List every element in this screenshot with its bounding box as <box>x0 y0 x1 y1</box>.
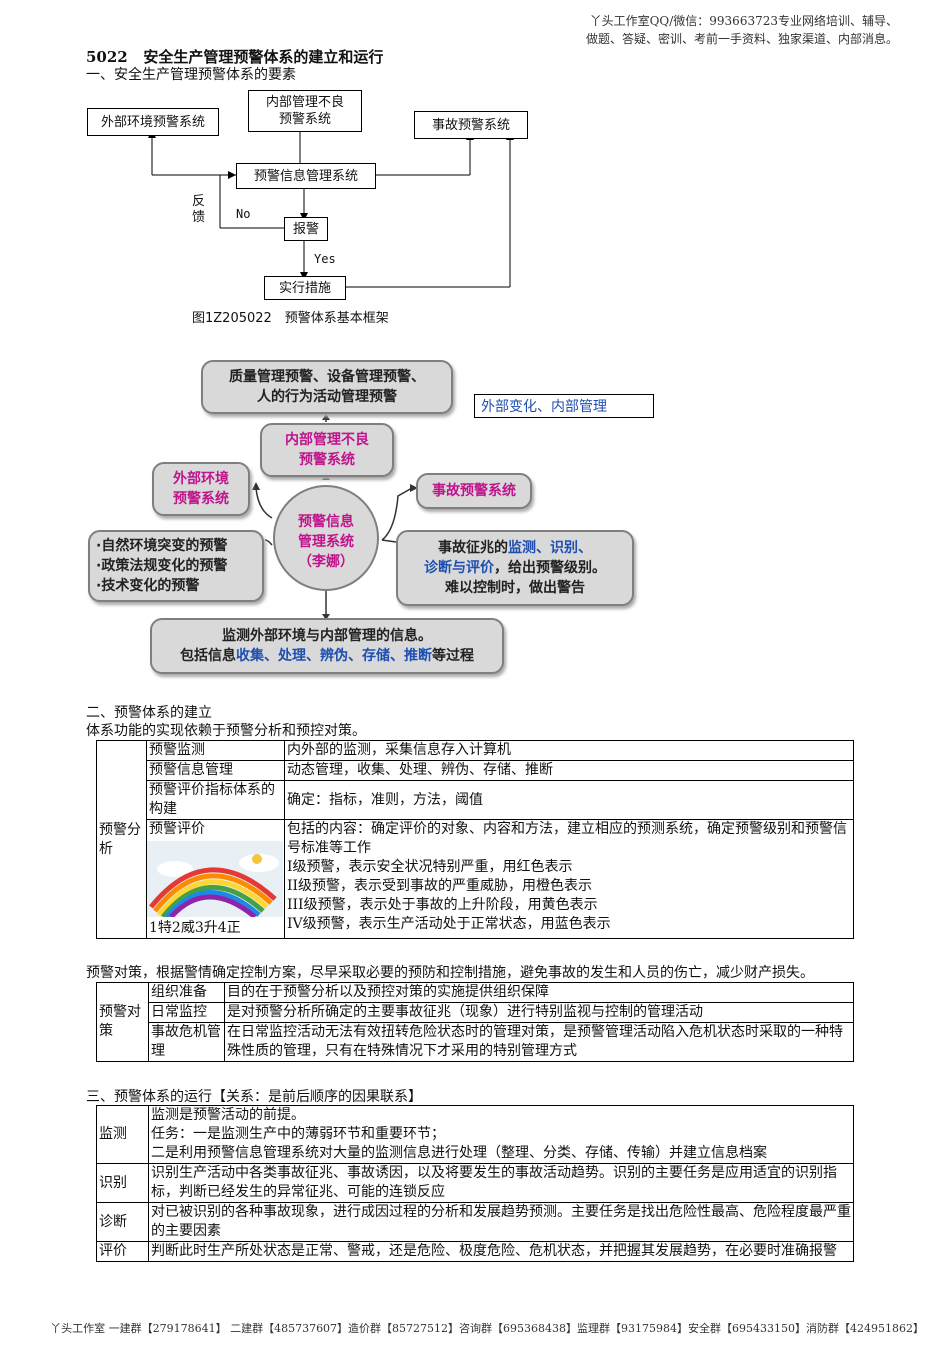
table-cell: 评价 <box>96 1241 149 1262</box>
right-detail-1a: 事故征兆的 <box>438 540 508 556</box>
external-details-box: ·自然环境突变的预警 ·政策法规变化的预警 ·技术变化的预警 <box>88 530 264 602</box>
section-2-subheading: 体系功能的实现依赖于预警分析和预控对策。 <box>86 723 366 739</box>
table-cell: 动态管理，收集、处理、辨伪、存储、推断 <box>284 760 854 781</box>
right-detail-2: 诊断与评价，给出预警级别。 <box>424 558 606 578</box>
table-cell: 预警监测 <box>146 740 285 761</box>
table-cell: 在日常监控活动无法有效扭转危险状态时的管理对策，是预警管理活动陷入危机状态时采取… <box>224 1022 854 1062</box>
right-detail-1: 事故征兆的监测、识别、 <box>438 538 592 558</box>
center-line-2: 管理系统 <box>298 534 354 550</box>
bottom-line-2b: 收集、处理、辨伪、存储、推断 <box>236 648 432 664</box>
countermeasure-table: 预警对策 组织准备 目的在于预警分析以及预控对策的实施提供组织保障 日常监控 是… <box>96 982 854 1062</box>
external-node-line-1: 外部环境 <box>173 471 229 487</box>
measure-box: 实行措施 <box>264 276 346 300</box>
internal-node-line-1: 内部管理不良 <box>285 432 369 448</box>
internal-mgmt-node: 内部管理不良 预警系统 <box>260 423 394 477</box>
left-detail-2: ·政策法规变化的预警 <box>96 558 228 574</box>
page-title: 5022 安全生产管理预警体系的建立和运行 <box>86 46 383 67</box>
table-cell: 确定：指标，准则，方法，阈值 <box>284 780 854 820</box>
bottom-line-2a: 包括信息 <box>180 648 236 664</box>
external-env-warning-box: 外部环境预警系统 <box>87 108 219 136</box>
evaluation-line: 包括的内容：确定评价的对象、内容和方法，建立相应的预测系统，确定预警级别和预警信… <box>287 821 847 856</box>
table-cell: 监测是预警活动的前提。 任务：一是监测生产中的薄弱环节和重要环节； 二是利用预警… <box>148 1105 854 1164</box>
yes-label: Yes <box>314 252 336 266</box>
info-monitoring-box: 监测外部环境与内部管理的信息。 包括信息收集、处理、辨伪、存储、推断等过程 <box>150 618 504 674</box>
feedback-label-1: 反 <box>192 194 206 209</box>
header-line-1: 丫头工作室QQ/微信：993663723专业网络培训、辅导、 <box>589 14 898 28</box>
table-cell: 预警信息管理 <box>146 760 285 781</box>
title-text: 安全生产管理预警体系的建立和运行 <box>143 48 384 66</box>
monitor-line-1: 监测是预警活动的前提。 <box>151 1107 305 1123</box>
table-cell: 组织准备 <box>148 982 225 1003</box>
countermeasure-group-cell: 预警对策 <box>96 982 149 1062</box>
center-node-text: 预警信息 管理系统 （李娜） <box>280 512 372 572</box>
analysis-group-cell: 预警分析 <box>96 740 147 939</box>
accident-details-box: 事故征兆的监测、识别、 诊断与评价，给出预警级别。 难以控制时，做出警告 <box>396 530 634 606</box>
operation-table: 监测 监测是预警活动的前提。 任务：一是监测生产中的薄弱环节和重要环节； 二是利… <box>96 1105 854 1262</box>
external-env-node: 外部环境 预警系统 <box>152 462 250 516</box>
right-detail-1b: 监测、识别、 <box>508 540 592 556</box>
table-cell: 对已被识别的各种事故现象，进行成因过程的分析和发展趋势预测。主要任务是找出危险性… <box>148 1202 854 1242</box>
header-line-2: 做题、答疑、密训、考前一手资料、独家渠道、内部消息。 <box>585 32 898 46</box>
info-mgmt-box: 预警信息管理系统 <box>236 163 376 189</box>
evaluation-detail-cell: 包括的内容：确定评价的对象、内容和方法，建立相应的预测系统，确定预警级别和预警信… <box>284 819 854 939</box>
top-box-line-2: 人的行为活动管理预警 <box>257 389 397 405</box>
external-internal-note: 外部变化、内部管理 <box>474 394 654 418</box>
monitor-line-3: 二是利用预警信息管理系统对大量的监测信息进行处理（整理、分类、存储、传输）并建立… <box>151 1145 767 1161</box>
right-detail-2b: ，给出预警级别。 <box>494 560 606 576</box>
countermeasure-paragraph: 预警对策，根据警情确定控制方案，尽早采取必要的预防和控制措施，避免事故的发生和人… <box>86 965 814 981</box>
evaluation-level-3: III级预警，表示处于事故的上升阶段，用黄色表示 <box>287 897 598 913</box>
table-cell: 事故危机管理 <box>148 1022 225 1062</box>
internal-mgmt-line-2: 预警系统 <box>278 112 331 127</box>
right-detail-3: 难以控制时，做出警告 <box>445 580 585 596</box>
section-3-heading: 三、预警体系的运行【关系：是前后顺序的因果联系】 <box>86 1089 422 1105</box>
left-detail-3: ·技术变化的预警 <box>96 578 200 594</box>
left-detail-1: ·自然环境突变的预警 <box>96 538 228 554</box>
internal-mgmt-warning-box: 内部管理不良 预警系统 <box>248 90 362 132</box>
table-cell: 内外部的监测，采集信息存入计算机 <box>284 740 854 761</box>
table-cell: 是对预警分析所确定的主要事故征兆（现象）进行特别监视与控制的管理活动 <box>224 1002 854 1023</box>
bottom-line-1: 监测外部环境与内部管理的信息。 <box>222 628 432 644</box>
table-cell: 目的在于预警分析以及预控对策的实施提供组织保障 <box>224 982 854 1003</box>
top-mgmt-warning-box: 质量管理预警、设备管理预警、 人的行为活动管理预警 <box>201 360 453 414</box>
no-label: No <box>236 207 251 221</box>
feedback-label-2: 馈 <box>192 210 206 225</box>
evaluation-cell: 预警评价 1特2威3升4正 <box>146 819 285 939</box>
center-line-3: （李娜） <box>298 554 354 570</box>
figure-caption: 图1Z205022 预警体系基本框架 <box>192 311 389 326</box>
evaluation-level-2: II级预警，表示受到事故的严重威胁，用橙色表示 <box>287 878 593 894</box>
alarm-box: 报警 <box>284 217 328 241</box>
accident-warning-box: 事故预警系统 <box>414 111 528 139</box>
table-cell: 识别 <box>96 1163 149 1203</box>
evaluation-level-4: IV级预警，表示生产活动处于正常状态，用蓝色表示 <box>287 916 611 932</box>
section-1-heading: 一、安全生产管理预警体系的要素 <box>86 67 296 83</box>
table-cell: 日常监控 <box>148 1002 225 1023</box>
table-cell: 识别生产活动中各类事故征兆、事故诱因，以及将要发生的事故活动趋势。识别的主要任务… <box>148 1163 854 1203</box>
table-cell: 判断此时生产所处状态是正常、警戒，还是危险、极度危险、危机状态，并把握其发展趋势… <box>148 1241 854 1262</box>
top-box-line-1: 质量管理预警、设备管理预警、 <box>229 369 425 385</box>
table-cell: 诊断 <box>96 1202 149 1242</box>
table-cell: 监测 <box>96 1105 149 1164</box>
title-code: 5022 <box>86 48 128 66</box>
evaluation-mnemonic: 1特2威3升4正 <box>149 920 241 936</box>
internal-node-line-2: 预警系统 <box>299 452 355 468</box>
header-note: 丫头工作室QQ/微信：993663723专业网络培训、辅导、 做题、答疑、密训、… <box>586 12 898 48</box>
right-detail-2a: 诊断与评价 <box>424 560 494 576</box>
section-2-heading: 二、预警体系的建立 <box>86 705 212 721</box>
evaluation-level-1: I级预警，表示安全状况特别严重，用红色表示 <box>287 859 573 875</box>
rainbow-illustration <box>147 841 283 917</box>
table-cell: 预警评价指标体系的构建 <box>146 780 285 820</box>
center-line-1: 预警信息 <box>298 514 354 530</box>
footer: 丫头工作室 一建群【279178641】 二建群【485737607】造价群【8… <box>50 1322 924 1335</box>
evaluation-label: 预警评价 <box>149 821 205 837</box>
external-node-line-2: 预警系统 <box>173 491 229 507</box>
accident-node: 事故预警系统 <box>416 473 532 509</box>
flowchart-lines <box>148 120 514 288</box>
monitor-line-2: 任务：一是监测生产中的薄弱环节和重要环节； <box>151 1126 445 1142</box>
bottom-line-2c: 等过程 <box>432 648 474 664</box>
warning-analysis-table: 预警分析 预警监测 内外部的监测，采集信息存入计算机 预警信息管理 动态管理，收… <box>96 740 854 939</box>
internal-mgmt-line-1: 内部管理不良 <box>265 95 344 110</box>
bottom-line-2: 包括信息收集、处理、辨伪、存储、推断等过程 <box>180 646 474 666</box>
